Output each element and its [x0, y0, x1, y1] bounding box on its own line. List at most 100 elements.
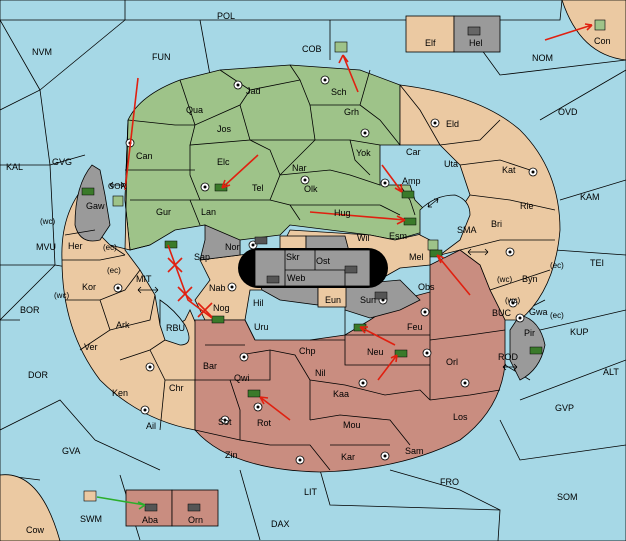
supply-center-icon — [505, 247, 515, 257]
label-los: Los — [453, 412, 468, 422]
label-gaw: Gaw — [86, 201, 105, 211]
label-sma: SMA — [457, 225, 477, 235]
label-zin: Zin — [225, 450, 238, 460]
label-jad: Jad — [246, 86, 261, 96]
label-lit: LIT — [304, 487, 318, 497]
army-icon — [429, 249, 443, 258]
label-can: Can — [136, 151, 153, 161]
label-kup: KUP — [570, 327, 589, 337]
army-icon — [214, 183, 228, 192]
supply-centers — [113, 75, 538, 465]
double-arrow-icon — [502, 363, 518, 371]
label-gur: Gur — [156, 207, 171, 217]
label-swm: SWM — [80, 514, 102, 524]
label-amp: Amp — [402, 176, 421, 186]
label-kor: Kor — [82, 282, 96, 292]
label-rbu: RBU — [166, 323, 185, 333]
label-kam: KAM — [580, 192, 600, 202]
move-order-arrow — [124, 77, 139, 191]
supply-center-icon — [508, 298, 518, 308]
fleet-icon — [112, 195, 124, 207]
army-icon — [529, 346, 543, 355]
supply-center-icon — [320, 75, 330, 85]
fleet-icon — [427, 239, 439, 251]
label-fro: FRO — [440, 477, 459, 487]
label-dax: DAX — [271, 519, 290, 529]
move-order-arrow — [338, 54, 359, 93]
double-arrow-icon — [137, 286, 159, 294]
land-labels: Jad Sch Qua Grh Jos Eld Can Yok Car Elc … — [68, 36, 611, 525]
supply-center-icon — [358, 378, 368, 388]
label-chp: Chp — [299, 346, 316, 356]
army-icon — [266, 275, 280, 284]
double-arrow-icon — [427, 198, 439, 208]
army-icon — [144, 503, 158, 512]
region-tan-east[interactable] — [399, 84, 561, 321]
label-grh: Grh — [344, 107, 359, 117]
label-bri: Bri — [491, 219, 502, 229]
army-icon — [254, 236, 268, 245]
supply-center-icon — [360, 128, 370, 138]
label-cob: COB — [302, 44, 322, 54]
fleet-icon — [594, 19, 606, 31]
label-uta: Uta — [444, 159, 458, 169]
label-ec-her: (ec) — [103, 243, 117, 252]
label-sam: Sam — [405, 446, 424, 456]
label-kaa: Kaa — [333, 389, 349, 399]
supply-center-icon — [515, 313, 525, 323]
army-icon — [164, 240, 178, 249]
label-sch: Sch — [331, 87, 347, 97]
supply-center-icon — [380, 178, 390, 188]
label-ark: Ark — [116, 320, 130, 330]
label-cow: Cow — [26, 525, 45, 535]
move-order-arrow — [381, 164, 403, 193]
label-rod: ROD — [498, 352, 519, 362]
label-chr: Chr — [169, 383, 184, 393]
supply-center-icon — [422, 348, 432, 358]
label-nil: Nil — [315, 368, 326, 378]
label-rot: Rot — [257, 418, 272, 428]
label-wc-kor: (wc) — [54, 291, 69, 300]
label-ec-kor: (ec) — [107, 266, 121, 275]
region-red-south[interactable] — [194, 249, 506, 473]
label-aba: Aba — [142, 515, 158, 525]
label-orl: Orl — [446, 357, 458, 367]
fleet-icon — [334, 41, 348, 53]
army-icon — [403, 217, 417, 226]
label-ver: Ver — [84, 342, 98, 352]
label-ec-byn: (ec) — [550, 261, 564, 270]
label-byn: Byn — [522, 274, 538, 284]
fleet-icon — [467, 26, 481, 36]
supply-center-icon — [300, 175, 310, 185]
supply-center-icon — [227, 282, 237, 292]
region-pir[interactable] — [509, 314, 546, 381]
label-som: SOM — [557, 492, 578, 502]
label-rie: Rie — [520, 201, 534, 211]
region-nor[interactable] — [199, 224, 241, 261]
label-ken: Ken — [112, 388, 128, 398]
label-her: Her — [68, 241, 83, 251]
label-gvg: GVG — [52, 157, 72, 167]
region-elf[interactable] — [405, 15, 455, 53]
region-gaw[interactable] — [74, 164, 111, 242]
supply-center-icon — [253, 402, 263, 412]
label-hil: Hil — [253, 298, 264, 308]
label-jos: Jos — [217, 124, 232, 134]
label-gwa: Gwa — [529, 307, 548, 317]
label-wil: Wil — [357, 233, 370, 243]
label-pir: Pir — [524, 328, 535, 338]
label-sap: Sap — [194, 252, 210, 262]
label-obs: Obs — [418, 282, 435, 292]
label-tei: TEI — [590, 258, 604, 268]
army-icon — [211, 315, 225, 324]
label-skr: Skr — [286, 252, 300, 262]
orders — [96, 23, 593, 510]
sea-rbu[interactable] — [159, 299, 190, 346]
units[interactable] — [81, 19, 606, 512]
label-gvp: GVP — [555, 403, 574, 413]
move-order-arrow — [377, 354, 398, 381]
label-eun: Eun — [325, 295, 341, 305]
label-mel: Mel — [409, 252, 424, 262]
label-lan: Lan — [201, 207, 216, 217]
